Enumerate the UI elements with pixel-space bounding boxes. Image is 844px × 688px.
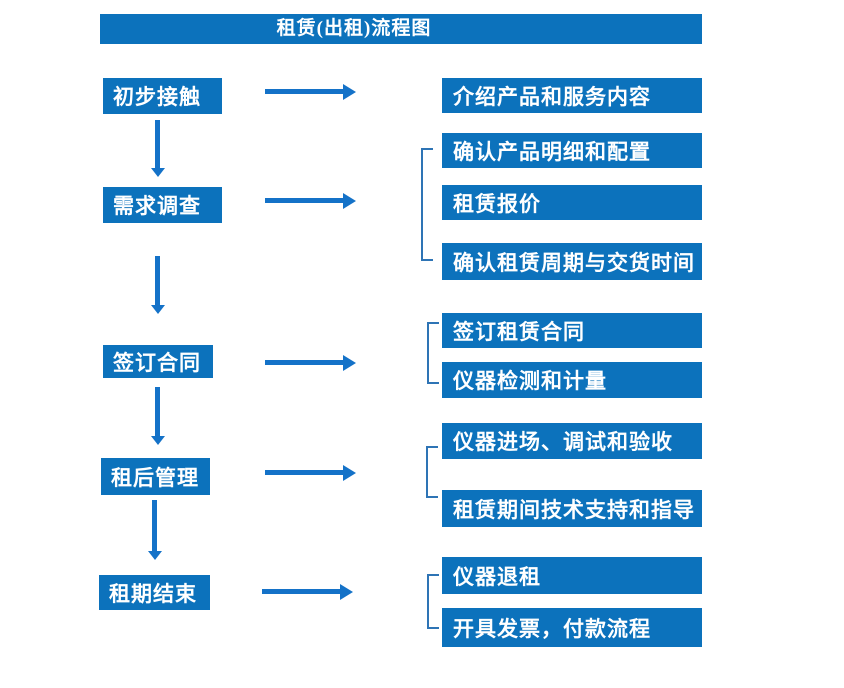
detail-box-instrument-return: 仪器退租: [442, 557, 702, 594]
detail-box-sign-rental-contract: 签订租赁合同: [442, 313, 702, 348]
page-title: 租赁(出租)流程图: [100, 14, 702, 44]
group-bracket-demand-survey: [421, 148, 433, 261]
step-box-lease-end: 租期结束: [99, 575, 210, 610]
right-arrow-1-icon: [265, 84, 356, 100]
detail-box-rental-tech-support: 租赁期间技术支持和指导: [442, 490, 702, 527]
detail-box-invoice-payment: 开具发票，付款流程: [442, 608, 702, 647]
detail-box-confirm-product-specs: 确认产品明细和配置: [442, 133, 702, 168]
down-arrow-3-icon: [151, 387, 165, 445]
down-arrow-2-icon: [151, 256, 165, 314]
detail-box-instrument-inspection: 仪器检测和计量: [442, 362, 702, 398]
group-bracket-sign-contract: [427, 322, 439, 384]
right-arrow-5-icon: [262, 584, 353, 600]
group-bracket-post-rental: [426, 446, 438, 498]
down-arrow-1-icon: [151, 120, 165, 177]
step-box-initial-contact: 初步接触: [103, 78, 222, 114]
step-box-demand-survey: 需求调查: [103, 187, 222, 223]
step-box-post-rental-management: 租后管理: [101, 458, 210, 495]
detail-box-confirm-period-delivery: 确认租赁周期与交货时间: [442, 243, 702, 280]
right-arrow-3-icon: [265, 355, 356, 371]
down-arrow-4-icon: [148, 500, 162, 560]
right-arrow-4-icon: [265, 465, 356, 481]
step-box-sign-contract: 签订合同: [103, 345, 213, 378]
detail-box-instrument-setup-acceptance: 仪器进场、调试和验收: [442, 423, 702, 459]
right-arrow-2-icon: [265, 193, 356, 209]
group-bracket-lease-end: [427, 574, 439, 629]
detail-box-rental-quote: 租赁报价: [442, 185, 702, 220]
detail-box-intro-products-services: 介绍产品和服务内容: [442, 78, 702, 113]
